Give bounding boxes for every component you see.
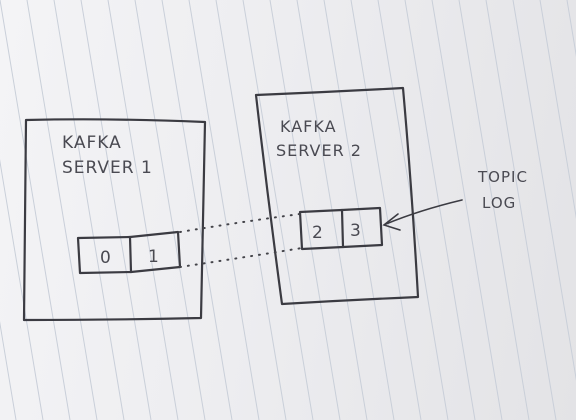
rule-line [80, 0, 152, 420]
rule-line [458, 0, 530, 420]
rule-line [0, 320, 17, 420]
broker-1-title-line1: KAFKA [62, 133, 122, 153]
rule-line [161, 0, 233, 420]
rule-line [188, 0, 260, 420]
rule-line [485, 0, 557, 420]
broker-box-server-2 [254, 86, 420, 306]
annotation-line2: LOG [482, 194, 516, 212]
dotted-connector-bottom [179, 247, 303, 268]
partition-cell-3 [340, 206, 384, 249]
rule-line [242, 0, 314, 420]
rule-line [350, 0, 422, 420]
broker-box-server-1 [22, 118, 207, 322]
rule-line [404, 0, 476, 420]
rule-line [269, 0, 341, 420]
rule-line [26, 0, 98, 420]
rule-line [0, 0, 71, 420]
partition-2-label: 2 [312, 223, 324, 243]
partition-0-label: 0 [100, 248, 112, 268]
annotation-arrow-head [382, 213, 401, 231]
partition-3-label: 3 [350, 221, 362, 241]
broker-2-title-line2: SERVER 2 [276, 141, 362, 160]
rule-line [512, 0, 576, 382]
rule-line [134, 0, 206, 420]
annotation-arrow-shaft [385, 199, 463, 225]
broker-2-title-line1: KAFKA [280, 117, 337, 136]
annotation-line1: TOPIC [477, 168, 528, 186]
rule-line [539, 0, 576, 220]
rule-line [431, 0, 503, 420]
partition-1-label: 1 [148, 247, 160, 267]
broker-1-title-line2: SERVER 1 [62, 158, 153, 178]
rule-line [107, 0, 179, 420]
partition-cell-1 [128, 230, 182, 274]
rule-line [53, 0, 125, 420]
rule-line [0, 158, 44, 420]
rule-line [215, 0, 287, 420]
